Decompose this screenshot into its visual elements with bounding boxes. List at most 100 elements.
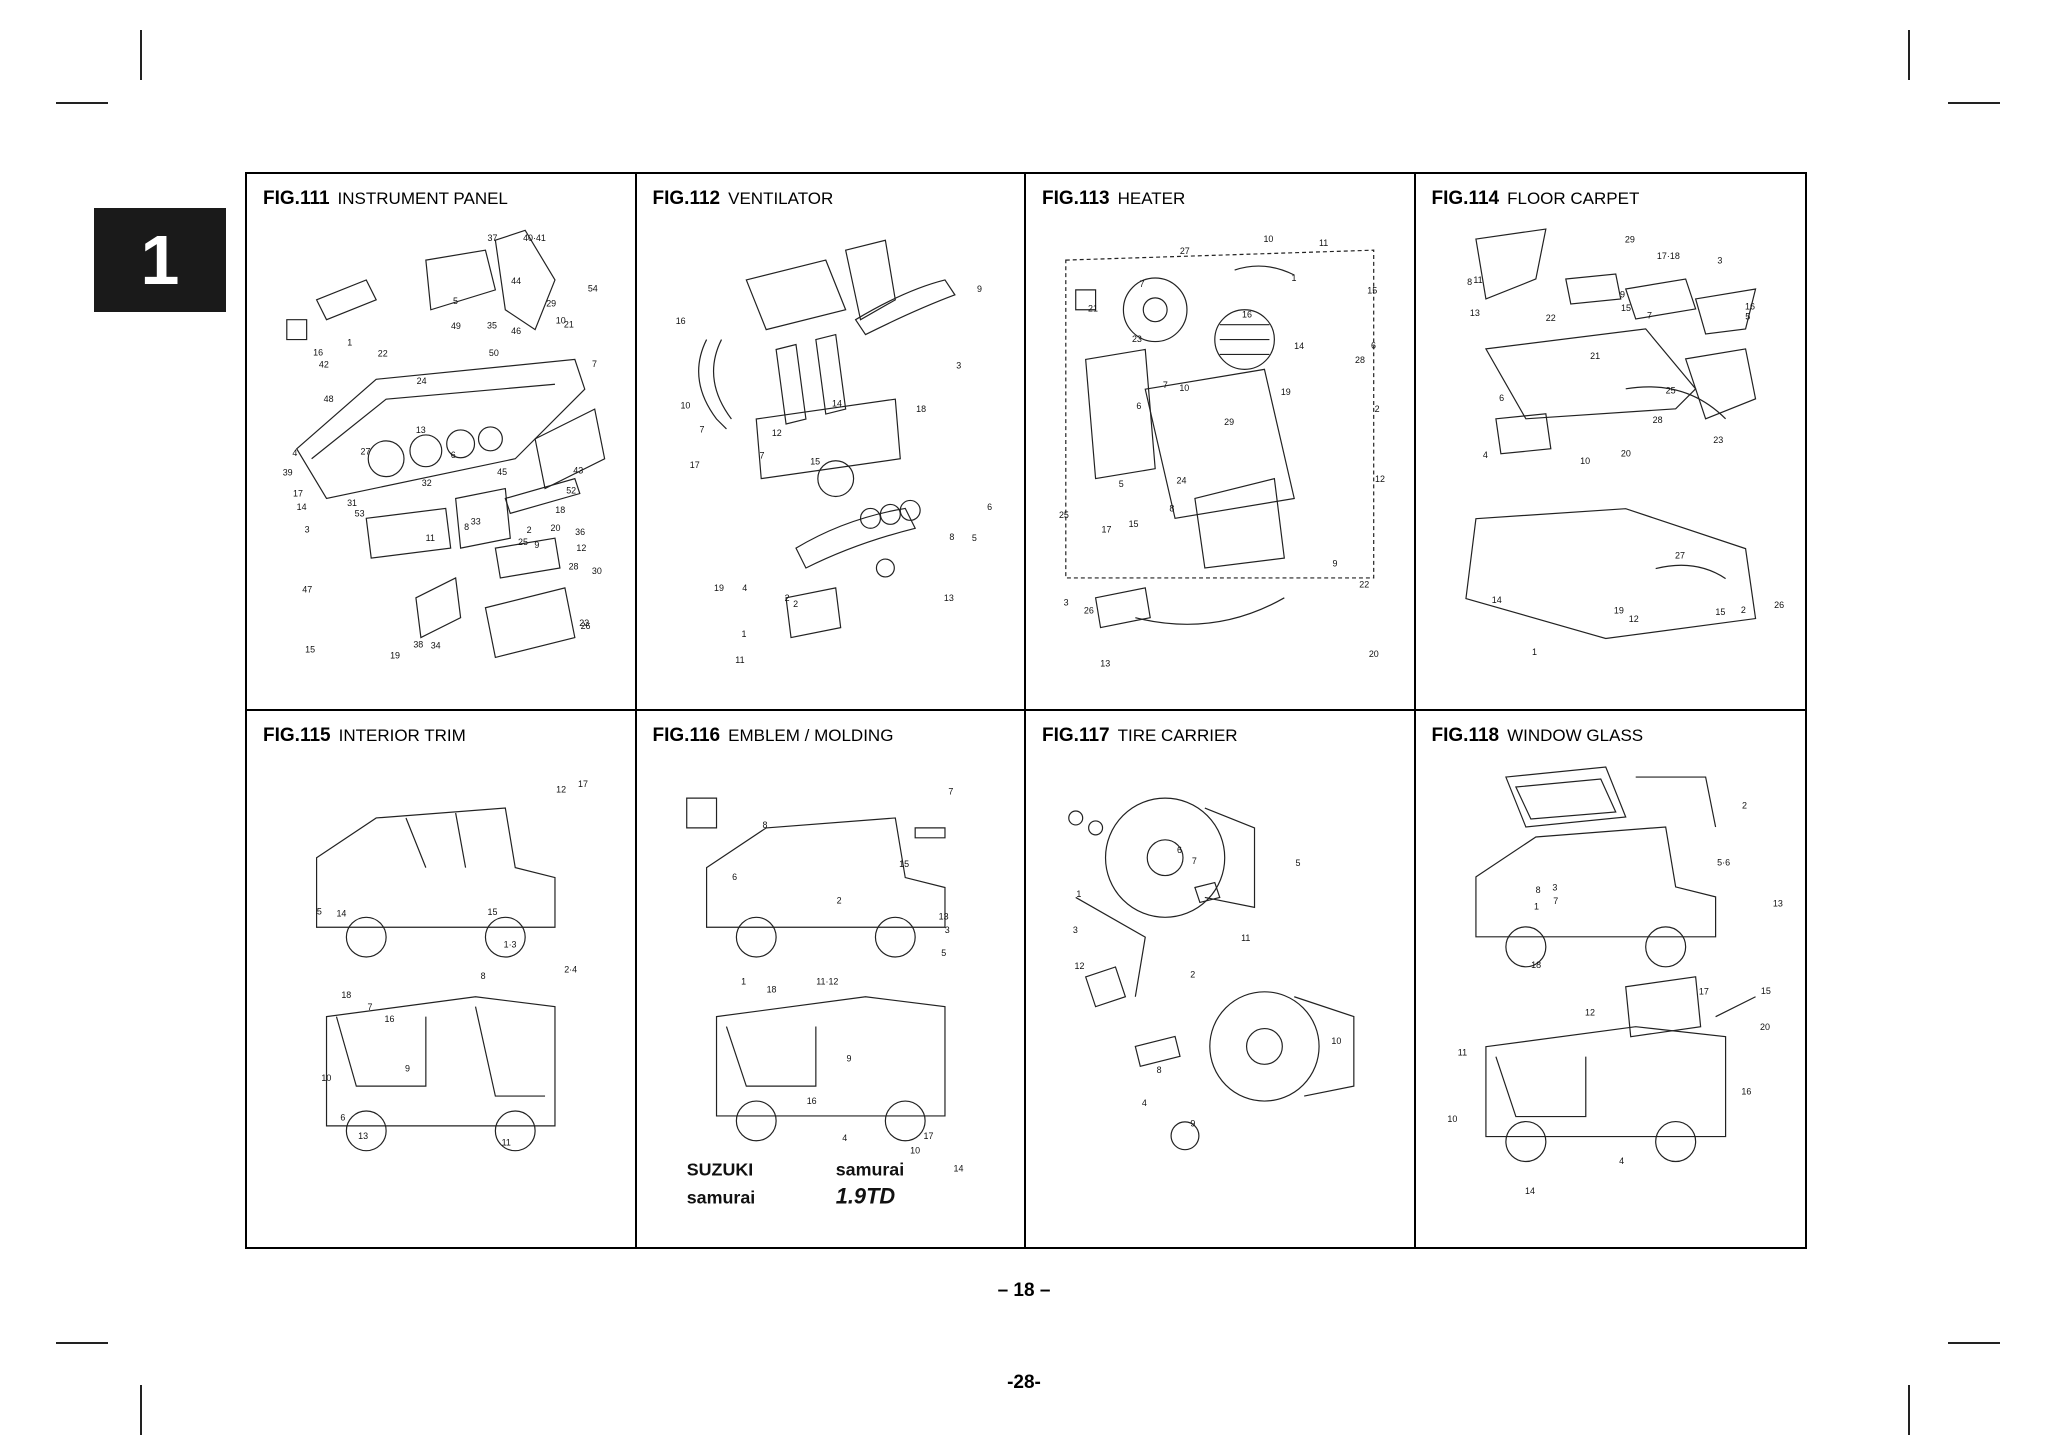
part-callout: 40·41 <box>523 233 546 243</box>
part-callout: 43 <box>573 466 583 476</box>
part-callout: 7 <box>759 450 764 460</box>
figure-caption: WINDOW GLASS <box>1507 725 1644 745</box>
part-callout: 10 <box>1179 383 1189 393</box>
part-callout: 8 <box>1535 884 1540 894</box>
part-callout: 6 <box>1136 401 1141 411</box>
part-callout: 3 <box>1552 882 1557 892</box>
part-callout: 13 <box>358 1131 368 1141</box>
part-callout: 6 <box>1371 341 1376 351</box>
part-callout: 12 <box>1075 960 1085 970</box>
part-callout: 10 <box>1580 456 1590 466</box>
part-callout: 28 <box>569 562 579 572</box>
part-callout: 16 <box>1745 301 1755 311</box>
part-callout: 2 <box>784 593 789 603</box>
part-callout: 23 <box>579 618 589 628</box>
part-callout: 1·3 <box>504 939 517 949</box>
part-callout: 11 <box>1457 1047 1466 1057</box>
crop-mark <box>56 102 108 104</box>
figure-caption: VENTILATOR <box>728 189 834 208</box>
emblem-badge: samurai <box>835 1159 904 1179</box>
part-callout: 29 <box>1624 235 1634 245</box>
part-callout: 7 <box>1647 310 1652 320</box>
part-callout: 10 <box>1263 234 1273 244</box>
part-callout: 11 <box>426 533 435 543</box>
part-callout: 15 <box>488 907 498 917</box>
part-callout: 18 <box>766 984 776 994</box>
figure-title: FIG.113 HEATER <box>1042 188 1185 210</box>
part-callout: 28 <box>1355 355 1365 365</box>
part-callout: 3 <box>956 361 961 371</box>
part-callout: 19 <box>714 583 724 593</box>
part-callout: 8 <box>1169 503 1174 513</box>
part-callout: 21 <box>1088 304 1098 314</box>
emblem-badge: samurai <box>686 1187 755 1207</box>
part-callout: 13 <box>1469 308 1479 318</box>
part-callout: 7 <box>592 359 597 369</box>
part-callout: 15 <box>1715 607 1725 617</box>
part-callout: 11 <box>1241 933 1250 943</box>
part-callout: 4 <box>742 583 747 593</box>
part-callout: 20 <box>1369 649 1379 659</box>
part-callout: 23 <box>1713 435 1723 445</box>
part-callout: 26 <box>1084 606 1094 616</box>
part-callout: 30 <box>592 566 602 576</box>
part-callout: 4 <box>1619 1156 1624 1166</box>
part-callout: 19 <box>1613 605 1623 615</box>
figure-caption: HEATER <box>1117 189 1186 208</box>
part-callout: 17 <box>1698 986 1708 996</box>
part-callout: 10 <box>910 1145 920 1155</box>
part-callout: 7 <box>1553 896 1558 906</box>
page-number: – 18 – <box>997 1280 1051 1301</box>
part-callout: 12 <box>1584 1007 1594 1017</box>
part-callout: 10 <box>556 315 566 325</box>
part-callout: 48 <box>324 394 334 404</box>
part-callout: 6 <box>987 502 992 512</box>
part-callout: 8 <box>949 532 954 542</box>
part-callout: 32 <box>422 478 432 488</box>
part-callout: 13 <box>1772 898 1782 908</box>
part-callout: 2 <box>1375 404 1380 414</box>
part-callout: 20 <box>1760 1022 1770 1032</box>
part-callout: 9 <box>846 1053 851 1063</box>
sheet-number: -28- <box>1007 1372 1041 1393</box>
part-callout: 24 <box>417 376 427 386</box>
part-callout: 17 <box>578 778 588 788</box>
crop-mark <box>1908 1385 1910 1435</box>
part-callout: 20 <box>1620 449 1630 459</box>
part-callout: 10 <box>321 1072 331 1082</box>
part-callout: 2 <box>1190 969 1195 979</box>
part-callout: 5 <box>1745 312 1750 322</box>
part-callout: 16 <box>806 1095 816 1105</box>
part-callout: 37 <box>488 233 498 243</box>
part-callout: 42 <box>319 359 329 369</box>
part-callout: 49 <box>451 321 461 331</box>
part-callout: 29 <box>1224 417 1234 427</box>
figure-number: FIG.115 <box>263 724 331 746</box>
part-callout: 7 <box>948 786 953 796</box>
figure-number: FIG.111 <box>263 188 330 209</box>
part-callout: 22 <box>1545 313 1555 323</box>
part-callout: 21 <box>1590 351 1600 361</box>
part-callout: 54 <box>588 284 598 294</box>
part-callout: 8 <box>464 522 469 532</box>
part-callout: 26 <box>581 621 591 631</box>
figure-number: FIG.113 <box>1042 188 1110 209</box>
part-callout: 2 <box>793 599 798 609</box>
part-callout: 17 <box>689 460 699 470</box>
part-callout: 15 <box>1367 285 1377 295</box>
part-callout: 23 <box>1132 334 1142 344</box>
part-callout: 3 <box>1064 597 1069 607</box>
part-callout: 5 <box>1296 858 1301 868</box>
part-callout: 27 <box>1180 246 1190 256</box>
